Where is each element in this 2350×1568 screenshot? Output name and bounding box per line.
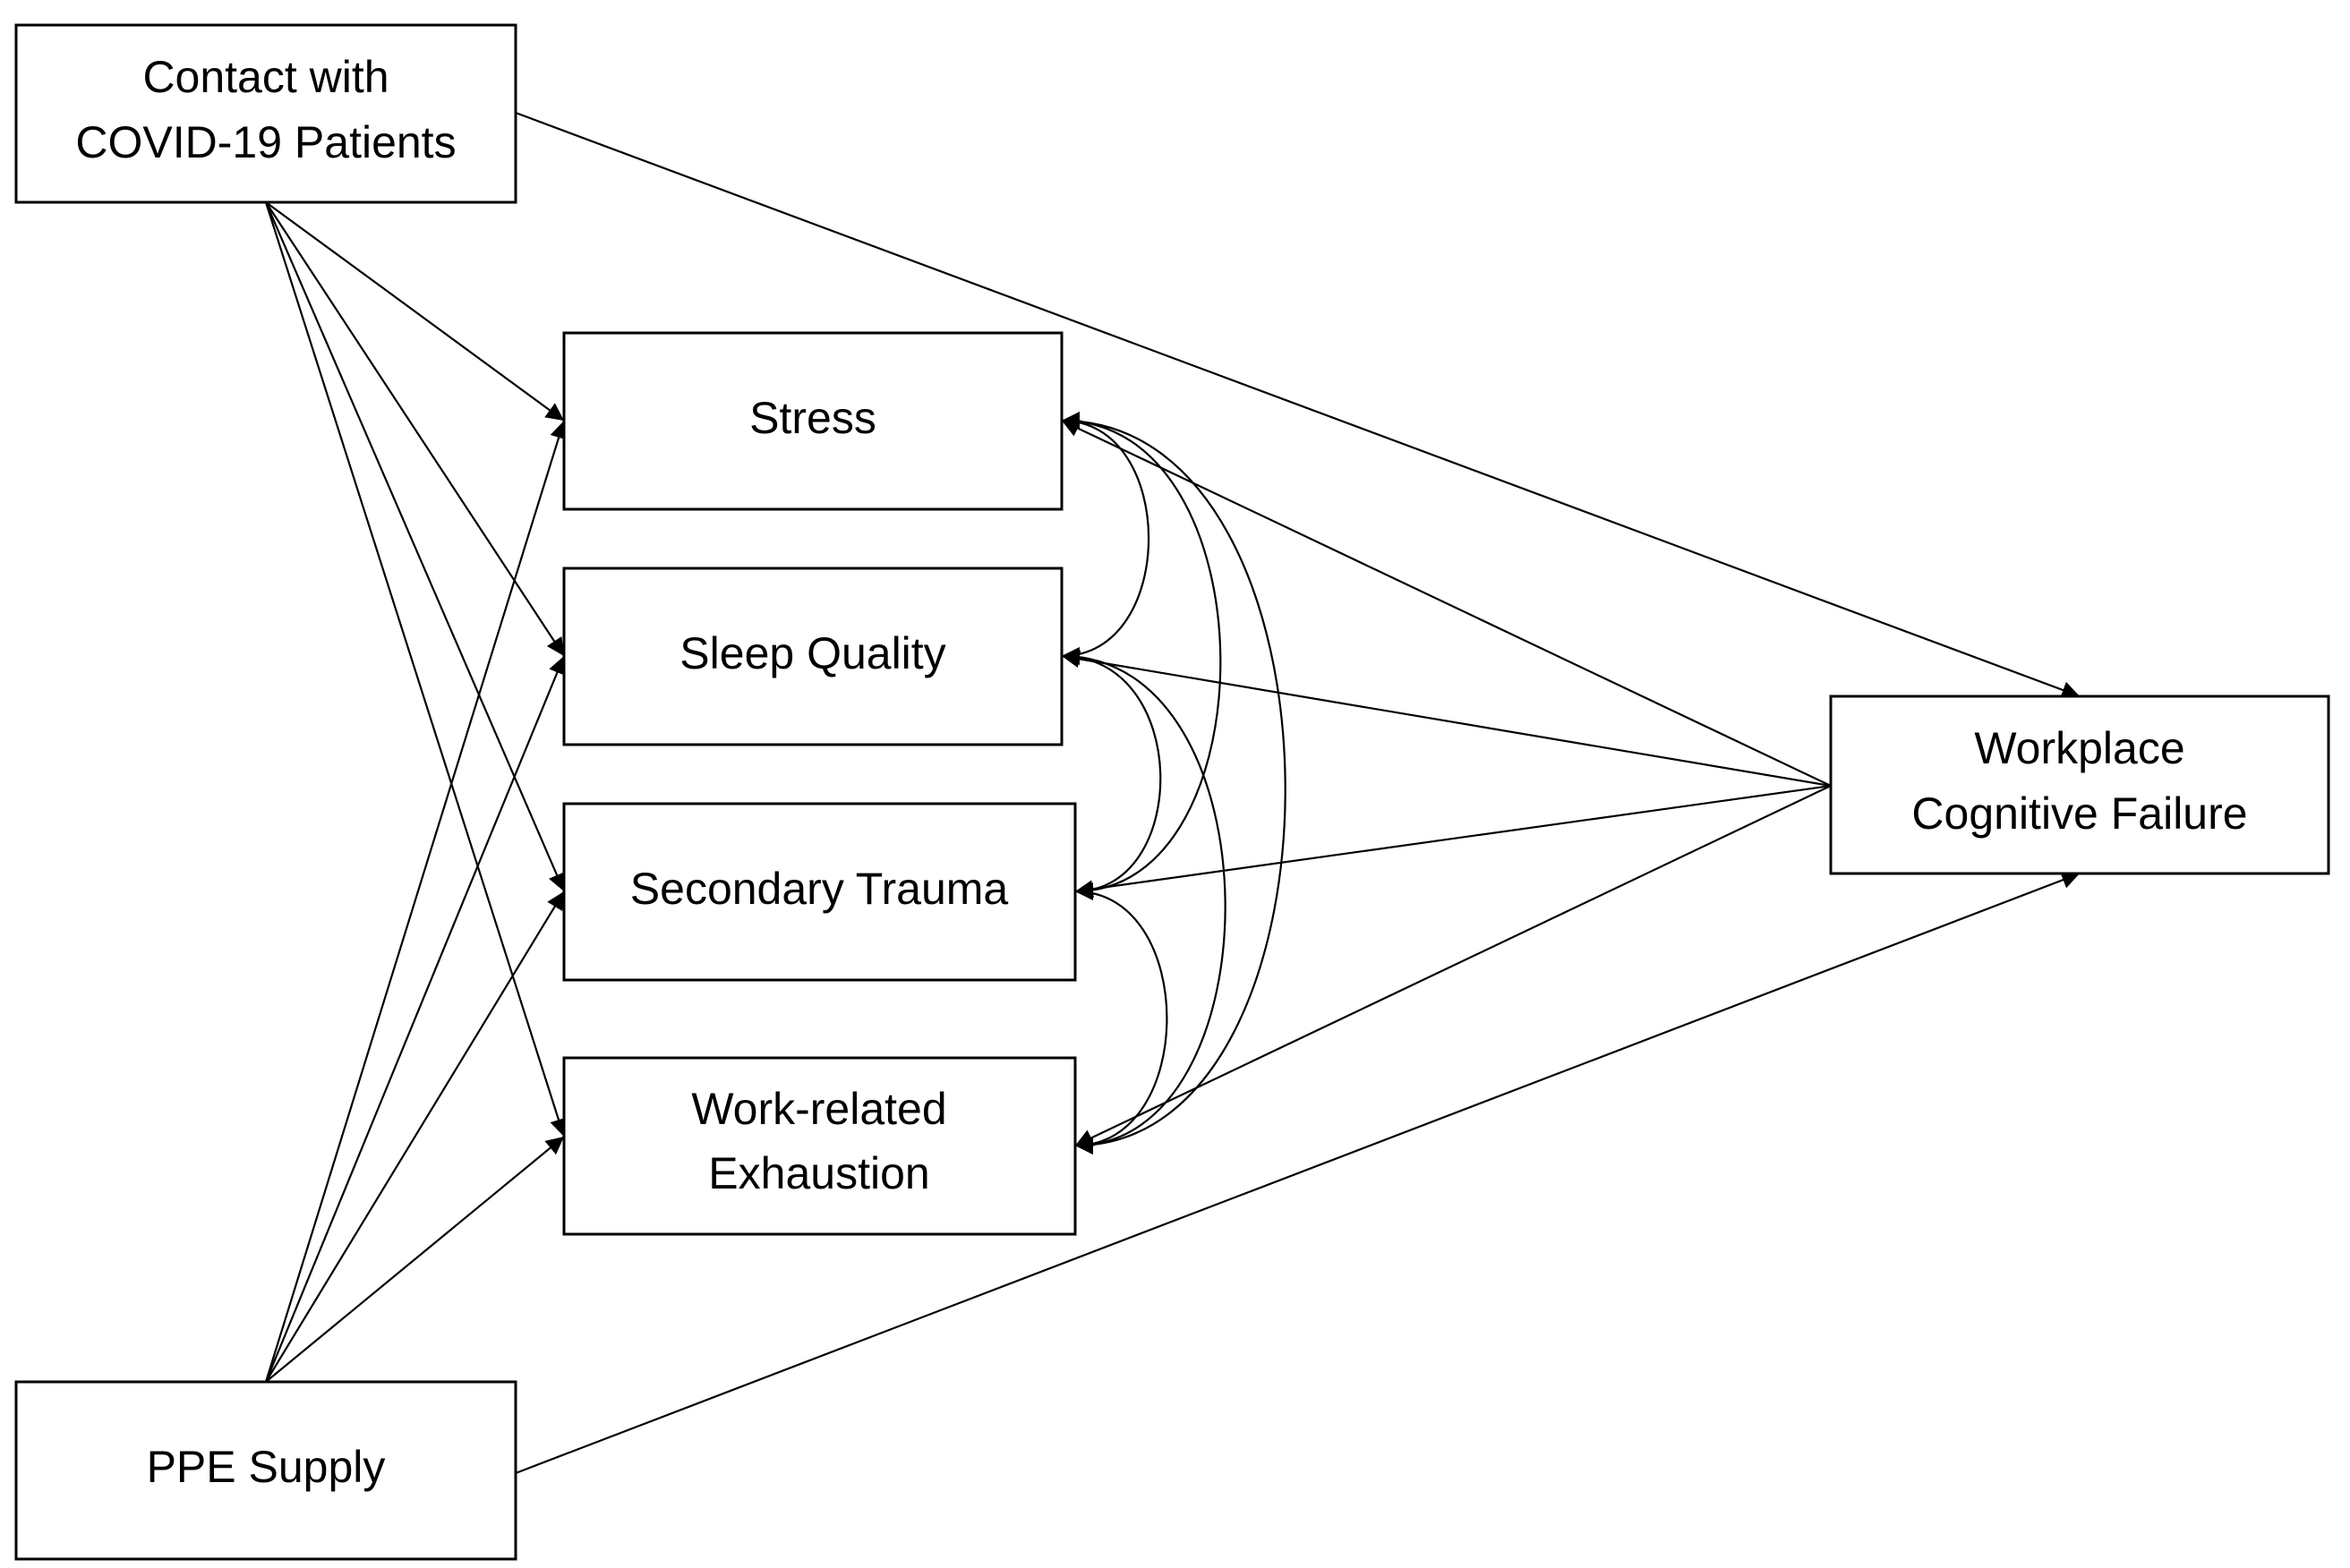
covariance-stress-exhaustion — [1061, 412, 1286, 1155]
nodes-layer: Contact with COVID-19 Patients PPE Suppl… — [14, 23, 2330, 1561]
path-arrow-ppe-to-trauma — [265, 891, 565, 1383]
covariance-sleep-trauma — [1061, 647, 1162, 900]
node-exhaustion-line-2: Exhaustion — [708, 1148, 929, 1198]
covariance-sleep-exhaustion — [1061, 647, 1226, 1155]
node-work-related-exhaustion: Work-related Exhaustion — [562, 1056, 1077, 1236]
path-arrow-ppe-to-stress — [264, 420, 568, 1383]
node-sleep-quality: Sleep Quality — [562, 567, 1064, 746]
node-stress: Stress — [562, 331, 1064, 511]
path-arrow-contact-to-wcf — [515, 111, 2081, 699]
path-arrow-wcf-to-trauma — [1074, 784, 1832, 899]
node-secondary-trauma: Secondary Trauma — [562, 802, 1077, 982]
path-arrow-wcf-to-exhaustion — [1074, 785, 1832, 1146]
node-stress-line-1: Stress — [749, 393, 876, 443]
edges-layer — [264, 111, 2081, 1475]
path-arrow-contact-to-stress — [265, 201, 565, 422]
path-arrow-wcf-to-stress — [1061, 420, 1832, 787]
path-arrow-contact-to-sleep — [265, 201, 565, 657]
node-contact-line-2: COVID-19 Patients — [75, 117, 456, 167]
node-wcf-line-1: Workplace — [1974, 723, 2184, 773]
node-trauma-line-1: Secondary Trauma — [630, 864, 1009, 914]
covariance-stress-sleep — [1061, 412, 1149, 665]
node-sleep-line-1: Sleep Quality — [679, 628, 945, 678]
node-workplace-cognitive-failure: Workplace Cognitive Failure — [1829, 695, 2330, 875]
path-arrow-contact-to-exhaustion — [264, 201, 568, 1138]
path-arrow-ppe-to-sleep — [264, 655, 566, 1383]
node-ppe-supply: PPE Supply — [14, 1380, 517, 1561]
covariance-trauma-exhaustion — [1074, 882, 1168, 1155]
path-arrow-ppe-to-exhaustion — [265, 1136, 565, 1383]
path-arrow-contact-to-trauma — [264, 201, 566, 892]
path-arrow-wcf-to-sleep — [1061, 650, 1832, 788]
path-arrow-ppe-to-wcf — [515, 871, 2081, 1475]
node-ppe-line-1: PPE Supply — [147, 1442, 386, 1492]
covariance-stress-trauma — [1061, 412, 1222, 900]
node-contact-line-1: Contact with — [142, 52, 389, 102]
node-wcf-line-2: Cognitive Failure — [1911, 788, 2247, 839]
node-contact-with-covid-19-patients: Contact with COVID-19 Patients — [14, 23, 517, 204]
node-exhaustion-line-1: Work-related — [691, 1084, 946, 1134]
